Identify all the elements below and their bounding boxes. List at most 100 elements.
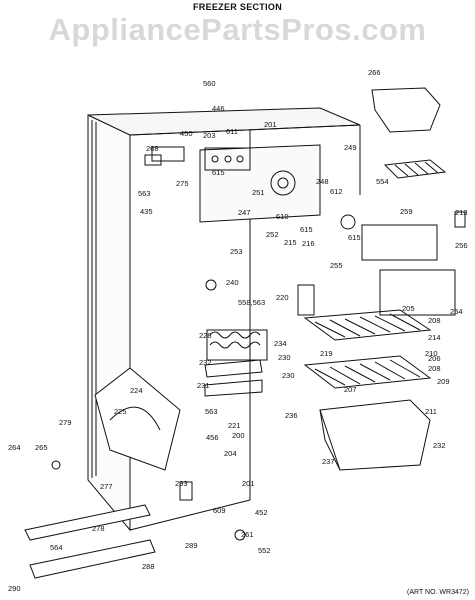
hinge-bracket bbox=[454, 211, 466, 228]
callout-201: 201 bbox=[242, 479, 255, 488]
callout-456: 456 bbox=[206, 433, 219, 442]
callout-216: 216 bbox=[302, 239, 315, 248]
callout-211: 211 bbox=[425, 407, 437, 416]
control-housing bbox=[204, 147, 251, 171]
callout-207: 207 bbox=[344, 385, 357, 394]
callout-230: 230 bbox=[278, 353, 291, 362]
drip-tray bbox=[204, 379, 263, 397]
thermostat bbox=[151, 146, 185, 162]
callout-259: 259 bbox=[400, 207, 413, 216]
callout-288: 288 bbox=[142, 562, 155, 571]
art-number: (ART NO. WR3472) bbox=[407, 589, 469, 596]
fan-blade bbox=[340, 214, 356, 230]
callout-275: 275 bbox=[176, 179, 189, 188]
callout-232: 232 bbox=[433, 441, 446, 450]
callout-237: 237 bbox=[322, 457, 335, 466]
callout-563: 563 bbox=[138, 189, 151, 198]
callout-248: 248 bbox=[316, 177, 329, 186]
light-switch bbox=[144, 154, 162, 166]
base-rail bbox=[24, 504, 151, 541]
callout-261: 261 bbox=[241, 530, 254, 539]
evaporator-cover bbox=[199, 144, 321, 223]
callout-228: 228 bbox=[199, 331, 212, 340]
callout-215: 215 bbox=[284, 238, 297, 247]
callout-221: 221 bbox=[228, 421, 241, 430]
callout-560: 560 bbox=[203, 79, 216, 88]
callout-209: 209 bbox=[437, 377, 450, 386]
callout-563: 563 bbox=[205, 407, 218, 416]
callout-255: 255 bbox=[330, 261, 343, 270]
callout-564: 564 bbox=[50, 543, 63, 552]
callout-210: 210 bbox=[425, 349, 438, 358]
callout-231: 231 bbox=[197, 381, 210, 390]
callout-214: 214 bbox=[428, 333, 441, 342]
callout-266: 266 bbox=[368, 68, 381, 77]
callout-552: 552 bbox=[258, 546, 271, 555]
callout-268: 268 bbox=[146, 144, 159, 153]
callout-610: 610 bbox=[276, 212, 289, 221]
callout-612: 612 bbox=[330, 187, 343, 196]
callout-208: 208 bbox=[428, 364, 441, 373]
callout-293: 293 bbox=[175, 479, 188, 488]
diagram-title: FREEZER SECTION bbox=[192, 2, 282, 12]
callout-236: 236 bbox=[285, 411, 298, 420]
storage-bin bbox=[371, 87, 441, 133]
shelf-upper bbox=[303, 309, 432, 341]
callout-220: 220 bbox=[276, 293, 289, 302]
callout-254: 254 bbox=[450, 307, 463, 316]
callout-247: 247 bbox=[238, 208, 251, 217]
duct-cover bbox=[94, 367, 181, 471]
callout-435: 435 bbox=[140, 207, 153, 216]
callout-203: 203 bbox=[203, 131, 216, 140]
bulb-socket bbox=[205, 279, 217, 291]
callout-205: 205 bbox=[402, 304, 415, 313]
callout-200: 200 bbox=[232, 431, 245, 440]
shelf-lower bbox=[303, 355, 432, 389]
door-panel-lower bbox=[379, 269, 456, 316]
watermark: AppliancePartsPros.com bbox=[48, 12, 427, 47]
ice-bucket bbox=[319, 399, 431, 471]
callout-201: 201 bbox=[264, 120, 277, 129]
callout-615: 615 bbox=[212, 168, 225, 177]
callout-249: 249 bbox=[344, 143, 357, 152]
callout-204: 204 bbox=[224, 449, 237, 458]
callout-611: 611 bbox=[226, 127, 238, 136]
callout-224: 224 bbox=[130, 386, 143, 395]
ice-tray bbox=[383, 159, 447, 179]
callout-206: 206 bbox=[428, 354, 441, 363]
callout-253: 253 bbox=[230, 247, 243, 256]
door-panel-upper bbox=[361, 224, 438, 261]
callout-225: 225 bbox=[114, 407, 127, 416]
callout-279: 279 bbox=[59, 418, 72, 427]
callout-609: 609 bbox=[213, 506, 226, 515]
callout-252: 252 bbox=[266, 230, 279, 239]
callout-219: 219 bbox=[320, 349, 333, 358]
callout-251: 251 bbox=[252, 188, 265, 197]
callout-256: 256 bbox=[455, 241, 468, 250]
callout-558-563: 558,563 bbox=[238, 298, 265, 307]
callout-230: 230 bbox=[282, 371, 295, 380]
callout-232: 232 bbox=[199, 358, 212, 367]
callout-277: 277 bbox=[100, 482, 113, 491]
defrost-drain-trough bbox=[204, 359, 263, 378]
callout-290: 290 bbox=[8, 584, 21, 593]
callout-554: 554 bbox=[376, 177, 389, 186]
caster-bracket bbox=[234, 529, 246, 541]
callout-213: 213 bbox=[455, 208, 468, 217]
callout-615: 615 bbox=[300, 225, 313, 234]
callout-265: 265 bbox=[35, 443, 48, 452]
callout-240: 240 bbox=[226, 278, 239, 287]
callout-615: 615 bbox=[348, 233, 361, 242]
callout-208: 208 bbox=[428, 316, 441, 325]
callout-446: 446 bbox=[212, 104, 225, 113]
evaporator-coil bbox=[206, 329, 268, 361]
callout-452: 452 bbox=[255, 508, 268, 517]
mullion-screw bbox=[51, 460, 61, 470]
callout-278: 278 bbox=[92, 524, 105, 533]
fan-motor bbox=[270, 170, 296, 196]
defrost-timer bbox=[297, 284, 315, 316]
callout-289: 289 bbox=[185, 541, 198, 550]
callout-450: 450 bbox=[180, 129, 193, 138]
